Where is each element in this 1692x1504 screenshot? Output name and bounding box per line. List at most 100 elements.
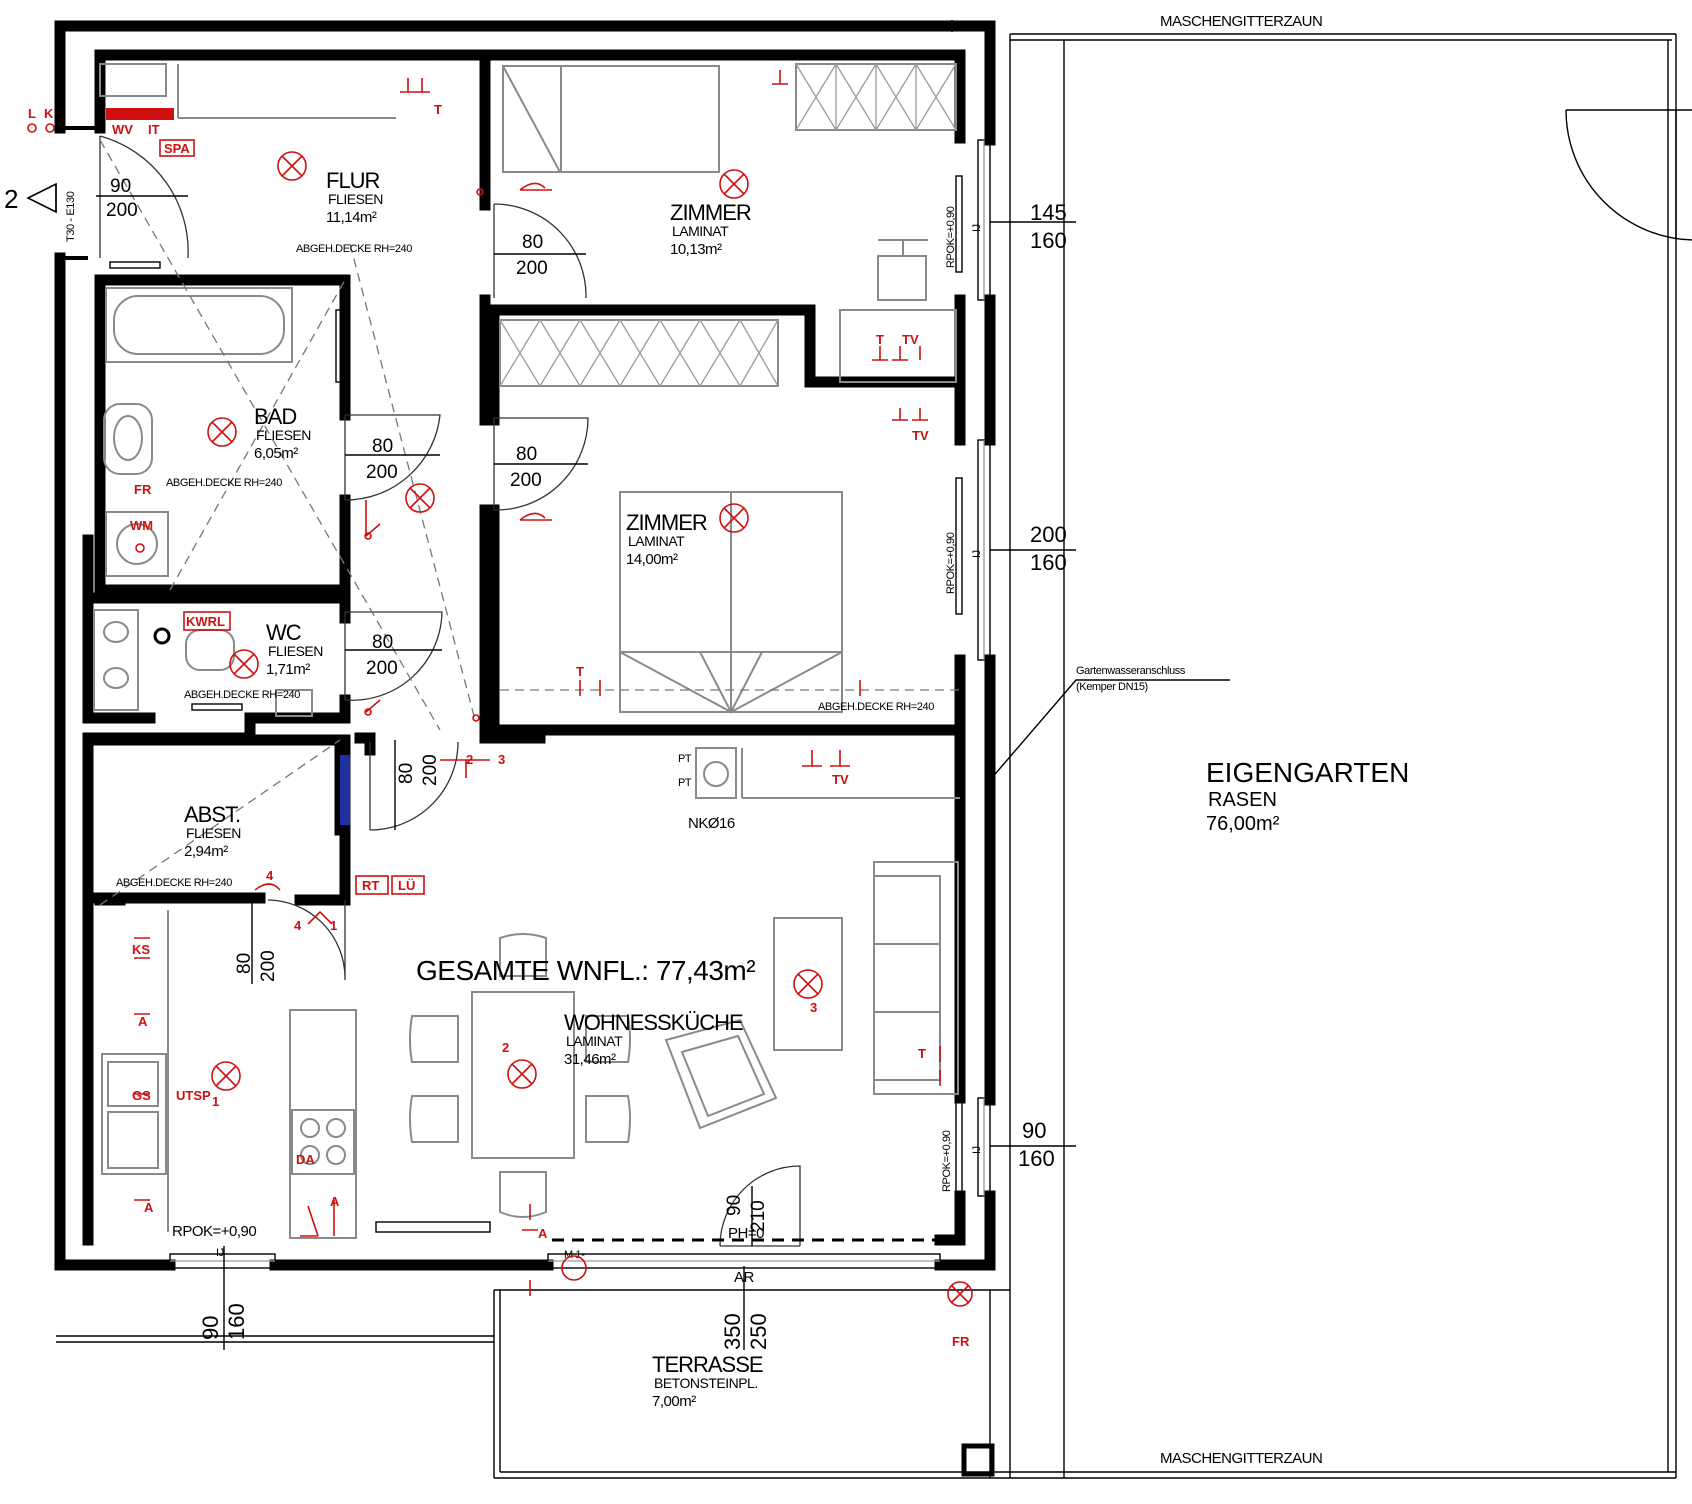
win-wohn-right-h: 160	[1018, 1146, 1055, 1171]
zimmer2-ceiling: ABGEH.DECKE RH=240	[818, 701, 934, 713]
door-abst-w: 80	[234, 953, 255, 974]
door-entrance-h: 200	[106, 200, 138, 221]
el-K: K	[44, 106, 54, 121]
bad-name: BAD	[254, 404, 296, 429]
light-3-label: 3	[810, 1000, 817, 1015]
lu-box	[391, 875, 425, 895]
el-UTSP: UTSP	[176, 1088, 211, 1103]
gartenwasser-label: Gartenwasseranschluss	[1076, 665, 1186, 677]
el-T2: T	[876, 332, 884, 347]
door-bad-w: 80	[372, 436, 393, 457]
door-entrance-w: 90	[110, 176, 131, 197]
win-wohn-right-rpok: RPOK=+0,90	[941, 1130, 953, 1192]
windows	[109, 139, 991, 1269]
kwrl-box	[183, 611, 231, 631]
bad-floor: FLIESEN	[256, 427, 311, 443]
zimmer1-floor: LAMINAT	[672, 223, 729, 239]
win-wohn-right-ij: IJ	[971, 1146, 983, 1154]
win-zimmer1-w: 145	[1030, 200, 1067, 225]
el-A3: A	[330, 1194, 340, 1209]
door-wohn-h: 200	[420, 754, 441, 786]
abst-ceiling: ABGEH.DECKE RH=240	[116, 877, 232, 889]
m1-marker	[561, 1255, 587, 1281]
win-terrace-ar: AR	[734, 1269, 755, 1286]
switch-4a: 4	[266, 868, 274, 883]
el-TV2: TV	[912, 428, 929, 443]
terrace-outline	[56, 1289, 1010, 1479]
zimmer1-area: 10,13m²	[670, 241, 722, 258]
door-abst-h: 200	[258, 950, 279, 982]
door-terrace-ph: PH=0	[728, 1225, 764, 1242]
flur-ceiling: ABGEH.DECKE RH=240	[296, 243, 412, 255]
zimmer2-floor: LAMINAT	[628, 533, 685, 549]
el-WV: WV	[112, 122, 133, 137]
door-zimmer2-h: 200	[510, 470, 542, 491]
total-area: GESAMTE WNFL.: 77,43m²	[416, 955, 755, 986]
el-WM: WM	[130, 518, 153, 533]
electrical-symbols	[27, 70, 941, 1296]
dimension-lines	[96, 20, 1230, 1350]
wohn-area: 31,46m²	[564, 1051, 616, 1068]
flur-area: 11,14m²	[326, 209, 377, 226]
win-zimmer2-ij: IJ	[971, 550, 983, 558]
abst-name: ABST.	[184, 802, 240, 827]
el-SPA: SPA	[164, 141, 190, 156]
fence-top-label: MASCHENGITTERZAUN	[1160, 13, 1322, 30]
win-terrace-w: 350	[720, 1313, 745, 1350]
el-T4: T	[918, 1046, 926, 1061]
bad-ceiling: ABGEH.DECKE RH=240	[166, 477, 282, 489]
wc-outlet	[153, 627, 171, 645]
door-swings	[99, 135, 960, 1247]
electrical-labels: L K WV IT SPA T T TV TV TV T T FR WM KWR…	[28, 102, 970, 1349]
win-wohn-right-w: 90	[1022, 1118, 1046, 1143]
wohn-name: WOHNESSKÜCHE	[564, 1010, 743, 1035]
switch-4b: 4	[294, 918, 302, 933]
el-A1: A	[138, 1014, 148, 1029]
terrasse-area: 7,00m²	[652, 1393, 696, 1410]
el-IT: IT	[148, 122, 160, 137]
interior-walls	[82, 59, 966, 906]
wc-area: 1,71m²	[266, 661, 310, 678]
zimmer2-area: 14,00m²	[626, 551, 678, 568]
zimmer1-name: ZIMMER	[670, 200, 751, 225]
win-zimmer1-ij: IJ	[971, 224, 983, 232]
abst-floor: FLIESEN	[186, 825, 241, 841]
el-GS: GS	[132, 1088, 151, 1103]
el-RT: RT	[362, 878, 379, 893]
nk-label: NKØ16	[688, 815, 735, 832]
win-wohn-bottom-ij: IJ	[216, 1247, 224, 1259]
win-terrace-h: 250	[746, 1313, 771, 1350]
door-terrace-w: 90	[724, 1195, 745, 1216]
pt-label-1: PT	[678, 753, 692, 765]
win-zimmer1-h: 160	[1030, 228, 1067, 253]
door-wohn-w: 80	[396, 763, 417, 784]
rt-box	[355, 875, 389, 895]
switch-3: 3	[498, 752, 505, 767]
switch-2: 2	[466, 752, 473, 767]
abst-area: 2,94m²	[184, 843, 228, 860]
wc-ceiling: ABGEH.DECKE RH=240	[184, 689, 300, 701]
pt-label-2: PT	[678, 777, 692, 789]
terrasse-name: TERRASSE	[652, 1352, 763, 1377]
flur-name: FLUR	[326, 168, 380, 193]
el-KS: KS	[132, 942, 150, 957]
door-wc-h: 200	[366, 658, 398, 679]
distribution-box	[106, 108, 174, 120]
flur-floor: FLIESEN	[328, 191, 383, 207]
garten-floor: RASEN	[1208, 789, 1277, 811]
el-T3: T	[576, 664, 584, 679]
light-2-label: 2	[502, 1040, 509, 1055]
win-zimmer1-rpok: RPOK=+0,90	[945, 206, 957, 268]
el-TV1: TV	[902, 332, 919, 347]
terrasse-floor: BETONSTEINPL.	[654, 1375, 758, 1391]
switch-1: 1	[330, 918, 337, 933]
el-A4: A	[538, 1226, 548, 1241]
door-wc-w: 80	[372, 632, 393, 653]
door-zimmer2-w: 80	[516, 444, 537, 465]
wc-floor: FLIESEN	[268, 643, 323, 659]
door-entrance-label: T30 - E130	[65, 191, 77, 242]
terrace-post	[961, 1443, 995, 1477]
door-terrace-h: 210	[748, 1200, 769, 1232]
fence-bottom-label: MASCHENGITTERZAUN	[1160, 1450, 1322, 1467]
radiator-abst	[340, 755, 350, 825]
